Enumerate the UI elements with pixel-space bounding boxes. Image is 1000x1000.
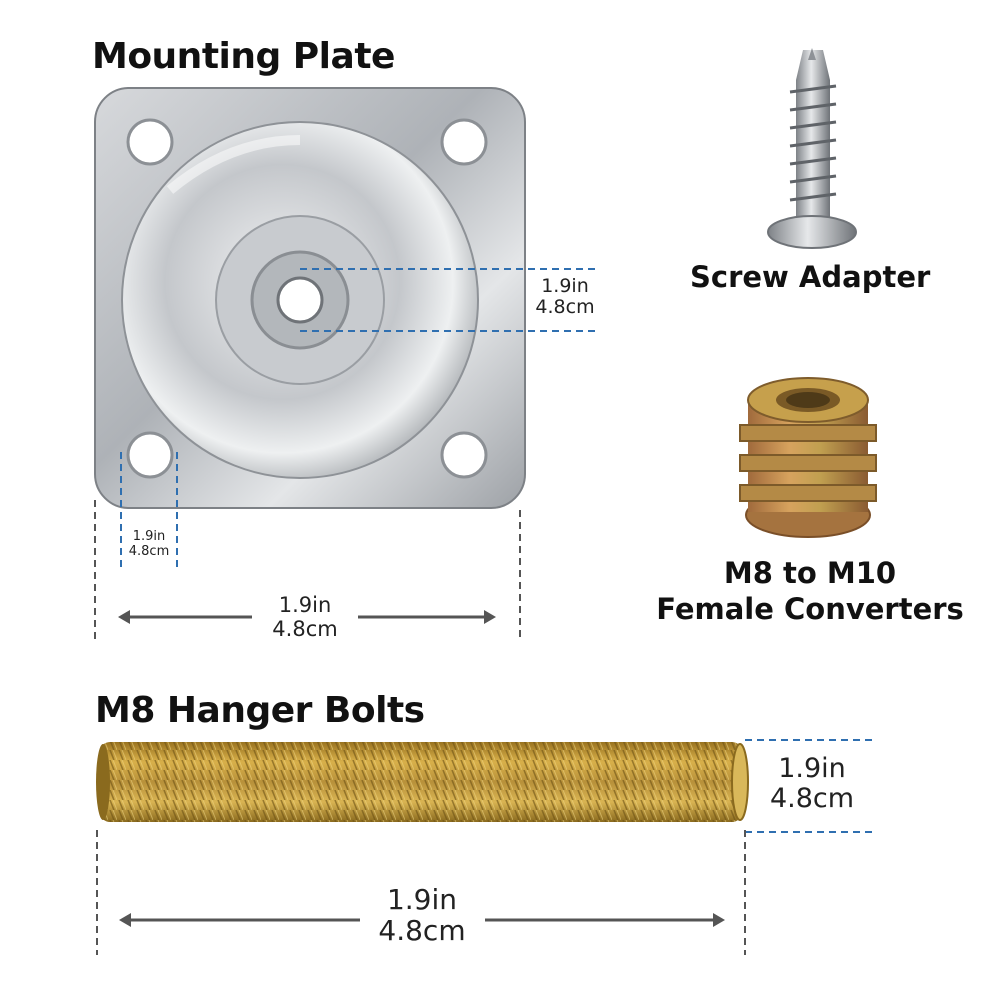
dimension-imperial: 1.9in	[778, 753, 846, 784]
corner-hole-dimension: 1.9in 4.8cm	[119, 529, 179, 559]
threaded-insert-image	[739, 377, 877, 538]
center-hole-dimension: 1.9in 4.8cm	[515, 275, 615, 319]
center-hole-guides	[300, 268, 600, 332]
plate-width-arrows	[118, 610, 496, 624]
dimension-metric: 4.8cm	[769, 783, 855, 815]
plate-width-guides	[94, 500, 521, 640]
screw-adapter-label: Screw Adapter	[690, 260, 931, 294]
mounting-plate-image	[94, 87, 526, 509]
screw-image	[767, 48, 857, 249]
converters-label-line1: M8 to M10	[723, 556, 897, 590]
corner-hole-guides	[120, 452, 178, 570]
dimension-imperial: 1.9in	[386, 883, 458, 916]
converters-label-line2: Female Converters	[656, 592, 964, 626]
dimension-imperial: 1.9in	[132, 529, 166, 544]
dimension-metric: 4.8cm	[272, 616, 338, 641]
dimension-imperial: 1.9in	[278, 593, 332, 617]
hanger-bolts-title: M8 Hanger Bolts	[95, 690, 425, 731]
bolt-length-guides	[96, 830, 746, 955]
bolt-diameter-dimension: 1.9in 4.8cm	[752, 753, 872, 815]
dimension-metric: 4.8cm	[128, 543, 170, 559]
dimension-metric: 4.8cm	[535, 296, 595, 319]
hanger-bolt-image	[96, 742, 749, 822]
bolt-length-arrows	[119, 913, 725, 927]
dimension-imperial: 1.9in	[541, 275, 589, 297]
plate-width-dimension: 1.9in 4.8cm	[250, 593, 360, 641]
mounting-plate-title: Mounting Plate	[92, 36, 395, 77]
dimension-metric: 4.8cm	[378, 914, 466, 948]
bolt-length-dimension: 1.9in 4.8cm	[352, 884, 492, 947]
bolt-diameter-guides	[745, 739, 875, 833]
